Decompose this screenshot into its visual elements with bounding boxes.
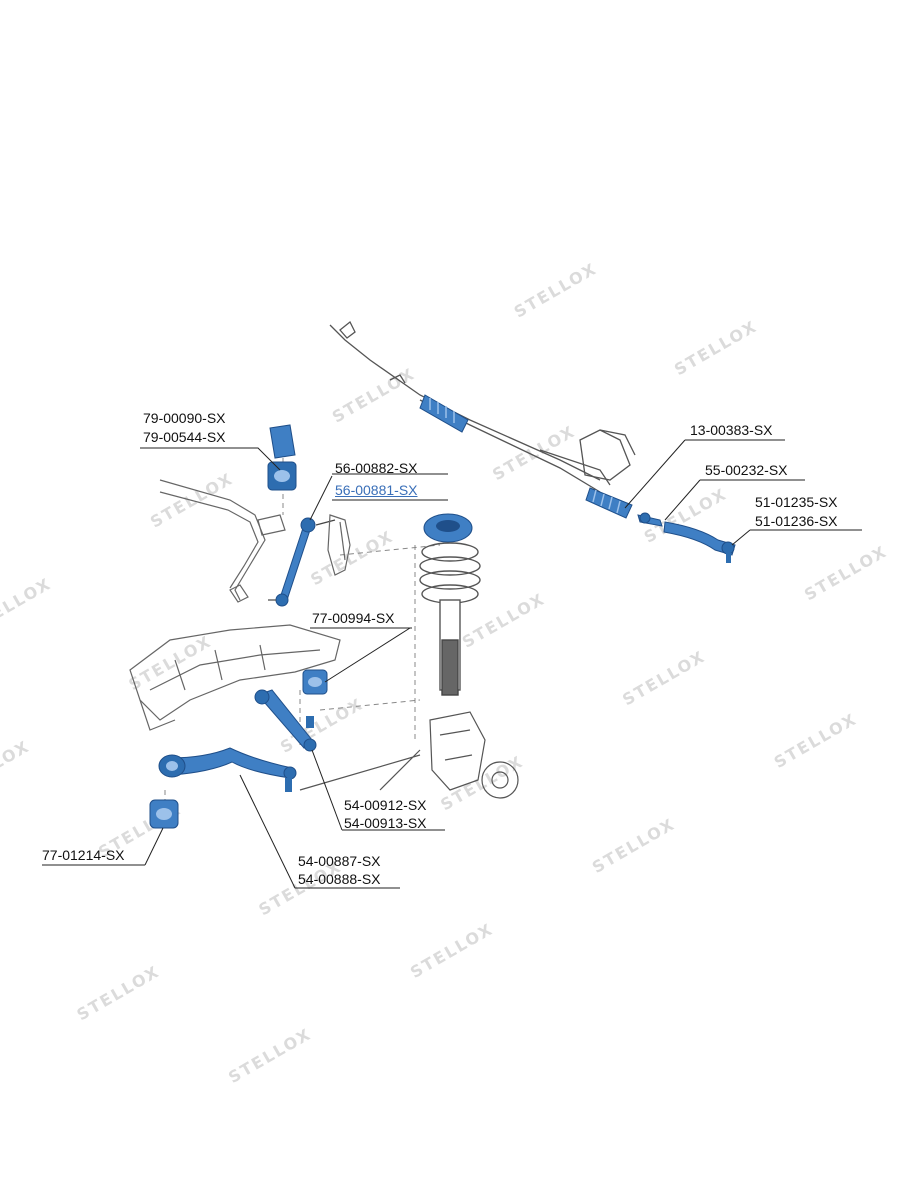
watermark-text: STELLOX: [511, 259, 601, 322]
subframe: [129, 624, 341, 731]
watermark-text: STELLOX: [619, 647, 709, 710]
part-label-54-00913[interactable]: 54-00913-SX: [344, 815, 427, 831]
tie-rod-inner: [637, 512, 663, 527]
coil-spring: [419, 542, 481, 696]
rack-boot-left: [419, 394, 469, 433]
part-label-51-01235[interactable]: 51-01235-SX: [755, 494, 838, 510]
part-label-13-00383[interactable]: 13-00383-SX: [690, 422, 773, 438]
control-arm-bushing: [149, 799, 179, 829]
part-label-79-00544[interactable]: 79-00544-SX: [143, 429, 226, 445]
watermark-text: STELLOX: [0, 574, 55, 637]
strut-bracket: [327, 514, 351, 576]
watermark-text: STELLOX: [0, 736, 33, 799]
watermark-text: STELLOX: [329, 364, 419, 427]
stabilizer-bar: [159, 479, 286, 603]
strut-mount: [423, 513, 473, 543]
tie-rod-end: [663, 521, 736, 563]
subframe-bushing: [302, 669, 328, 695]
part-label-54-00888[interactable]: 54-00888-SX: [298, 871, 381, 887]
stabilizer-bushing: [267, 424, 297, 491]
watermark-text: STELLOX: [671, 316, 761, 379]
thrust-arm: [254, 689, 317, 752]
part-label-77-01214[interactable]: 77-01214-SX: [42, 847, 125, 863]
stabilizer-link: [268, 517, 336, 607]
part-label-77-00994[interactable]: 77-00994-SX: [312, 610, 395, 626]
part-label-54-00887[interactable]: 54-00887-SX: [298, 853, 381, 869]
leader-lines: [42, 439, 862, 889]
part-label-54-00912[interactable]: 54-00912-SX: [344, 797, 427, 813]
watermark-text: STELLOX: [489, 421, 579, 484]
control-arm: [158, 747, 297, 792]
part-label-55-00232[interactable]: 55-00232-SX: [705, 462, 788, 478]
steering-knuckle: [299, 711, 519, 799]
watermark-text: STELLOX: [74, 962, 164, 1025]
watermark-text: STELLOX: [801, 542, 891, 605]
watermark-text: STELLOX: [771, 709, 861, 772]
watermark-text: STELLOX: [459, 589, 549, 652]
rack-boot-right: [585, 487, 633, 519]
watermark-text: STELLOX: [307, 526, 397, 589]
watermark-text: STELLOX: [407, 919, 497, 982]
part-label-56-00882[interactable]: 56-00882-SX: [335, 460, 418, 476]
part-label-56-00881[interactable]: 56-00881-SX: [335, 482, 418, 498]
part-label-51-01236[interactable]: 51-01236-SX: [755, 513, 838, 529]
watermark-text: STELLOX: [225, 1024, 315, 1087]
part-label-79-00090[interactable]: 79-00090-SX: [143, 410, 226, 426]
watermark-text: STELLOX: [589, 814, 679, 877]
